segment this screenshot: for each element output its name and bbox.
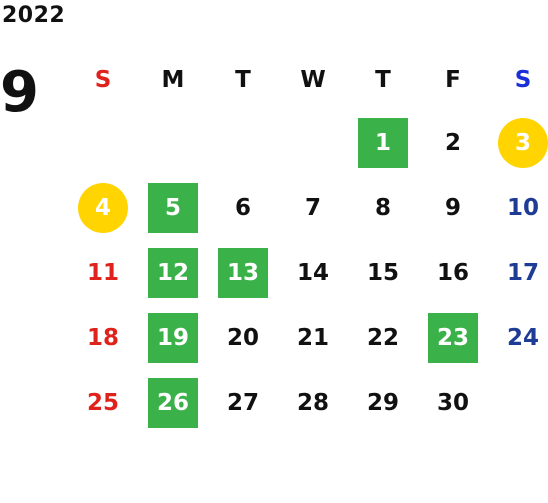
day-cell[interactable]: 13 (208, 240, 278, 305)
day-cell[interactable]: 1 (348, 110, 418, 175)
day-number: 15 (366, 259, 399, 286)
day-number: 5 (148, 182, 198, 233)
day-number: 18 (86, 324, 119, 351)
day-number: 30 (436, 389, 469, 416)
day-number: 22 (366, 324, 399, 351)
day-cell-empty (68, 110, 138, 175)
day-number: 4 (78, 182, 128, 233)
day-number: 28 (296, 389, 329, 416)
weekday-header-tuesday: T (235, 67, 251, 93)
day-number: 25 (86, 389, 119, 416)
day-cell-empty (278, 110, 348, 175)
day-cell[interactable]: 4 (68, 175, 138, 240)
month-number: 9 (0, 60, 39, 125)
day-cell[interactable]: 11 (68, 240, 138, 305)
day-cell[interactable]: 3 (488, 110, 548, 175)
weekday-header-friday: F (445, 67, 461, 93)
day-number: 26 (148, 377, 198, 428)
day-cell[interactable]: 2 (418, 110, 488, 175)
day-cell[interactable]: 17 (488, 240, 548, 305)
day-cell[interactable]: 30 (418, 370, 488, 435)
day-cell[interactable]: 27 (208, 370, 278, 435)
day-number: 8 (374, 194, 391, 221)
day-number: 3 (498, 117, 548, 168)
day-cell[interactable]: 12 (138, 240, 208, 305)
day-number: 21 (296, 324, 329, 351)
day-number: 14 (296, 259, 329, 286)
day-cell[interactable]: 24 (488, 305, 548, 370)
year-label: 2022 (2, 3, 66, 28)
weekday-header-monday: M (161, 67, 185, 93)
day-number: 29 (366, 389, 399, 416)
day-number: 12 (148, 247, 198, 298)
day-cell[interactable]: 5 (138, 175, 208, 240)
day-number: 9 (444, 194, 461, 221)
day-cell-empty (208, 110, 278, 175)
day-cell-empty (138, 110, 208, 175)
day-cell[interactable]: 29 (348, 370, 418, 435)
day-cell-empty (488, 370, 548, 435)
day-number: 7 (304, 194, 321, 221)
day-cell[interactable]: 25 (68, 370, 138, 435)
day-cell[interactable]: 7 (278, 175, 348, 240)
day-number: 27 (226, 389, 259, 416)
weekday-header-wednesday: W (300, 67, 326, 93)
day-number: 13 (218, 247, 268, 298)
day-number: 23 (428, 312, 478, 363)
day-cell[interactable]: 6 (208, 175, 278, 240)
day-cell[interactable]: 8 (348, 175, 418, 240)
weekday-header-thursday: T (375, 67, 391, 93)
day-number: 10 (506, 194, 539, 221)
day-cell[interactable]: 15 (348, 240, 418, 305)
day-number: 20 (226, 324, 259, 351)
day-number: 11 (86, 259, 119, 286)
day-cell[interactable]: 22 (348, 305, 418, 370)
day-number: 2 (444, 129, 461, 156)
day-number: 19 (148, 312, 198, 363)
day-cell[interactable]: 26 (138, 370, 208, 435)
day-number: 1 (358, 117, 408, 168)
day-cell[interactable]: 23 (418, 305, 488, 370)
day-number: 17 (506, 259, 539, 286)
day-cell[interactable]: 19 (138, 305, 208, 370)
day-number: 16 (436, 259, 469, 286)
day-number: 6 (234, 194, 251, 221)
day-cell[interactable]: 21 (278, 305, 348, 370)
day-cell[interactable]: 14 (278, 240, 348, 305)
day-cell[interactable]: 16 (418, 240, 488, 305)
day-cell[interactable]: 9 (418, 175, 488, 240)
weekday-header-saturday: S (514, 67, 532, 93)
day-number: 24 (506, 324, 539, 351)
day-cell[interactable]: 10 (488, 175, 548, 240)
weekday-header-sunday: S (94, 67, 112, 93)
day-cell[interactable]: 28 (278, 370, 348, 435)
day-cell[interactable]: 20 (208, 305, 278, 370)
day-cell[interactable]: 18 (68, 305, 138, 370)
calendar-grid: S M T W T F S 1 2 3 4 5 6 7 8 9 10 11 12… (68, 50, 548, 435)
